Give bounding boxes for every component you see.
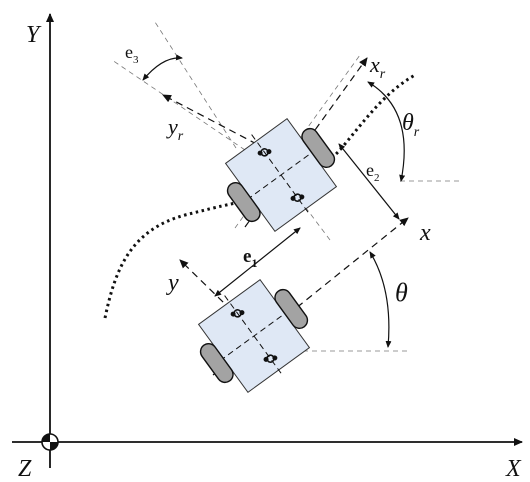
y-axis-robot-label: y bbox=[166, 270, 179, 296]
reference-frame: xr yr bbox=[111, 21, 460, 241]
error-e2: e2 bbox=[338, 143, 400, 220]
reference-robot-right-wheel bbox=[301, 127, 336, 168]
theta-r-label: θr bbox=[402, 110, 420, 140]
actual-robot-caster-rear bbox=[263, 354, 278, 363]
e1-label: e1 bbox=[243, 246, 257, 270]
reference-robot-caster-front bbox=[257, 148, 272, 157]
error-e1: e1 bbox=[214, 227, 301, 297]
x-axis-label: X bbox=[505, 456, 522, 482]
e3-label: e3 bbox=[125, 42, 139, 66]
theta-label: θ bbox=[395, 278, 408, 307]
angle-theta-r: θr bbox=[367, 81, 420, 182]
xr-axis-label: xr bbox=[369, 52, 386, 82]
angle-theta: θ bbox=[369, 251, 408, 348]
reference-robot-left-wheel bbox=[226, 182, 261, 223]
actual-robot-caster-front bbox=[230, 309, 245, 318]
reference-robot bbox=[224, 117, 338, 233]
actual-robot-left-wheel bbox=[199, 343, 234, 384]
yr-axis-label: yr bbox=[166, 114, 184, 144]
reference-robot-caster-rear bbox=[290, 193, 305, 202]
z-axis-origin-icon bbox=[41, 433, 59, 451]
y-axis-label: Y bbox=[26, 22, 42, 48]
z-axis-label: Z bbox=[18, 456, 32, 482]
error-e3: e3 bbox=[125, 42, 183, 81]
actual-robot bbox=[197, 278, 311, 394]
x-axis-robot-label: x bbox=[419, 220, 431, 246]
global-axes: Y X Z bbox=[12, 13, 523, 482]
